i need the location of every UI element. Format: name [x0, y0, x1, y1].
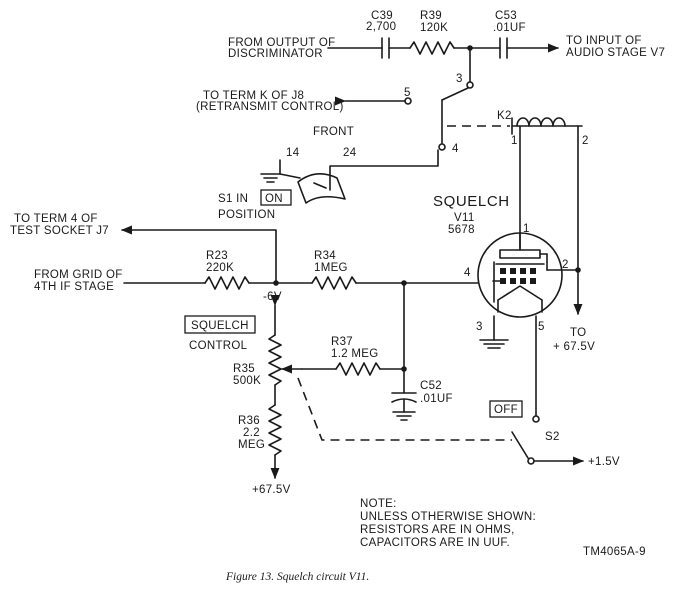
- r23-value: 220K: [206, 262, 234, 274]
- to-test-socket-label-2: TEST SOCKET J7: [10, 225, 109, 237]
- s2-label: S2: [545, 431, 560, 443]
- pin-5-label: 5: [404, 87, 411, 99]
- from-grid-label-2: 4TH IF STAGE: [34, 281, 114, 293]
- r35-label: R35: [233, 363, 255, 375]
- to-audio-label-1: TO INPUT OF: [566, 35, 642, 47]
- k2-relay-contacts: [334, 87, 510, 151]
- s1-label: S1 IN: [218, 193, 248, 205]
- tube-pin-5-label: 5: [538, 321, 545, 333]
- squelch-control-network: [268, 282, 512, 480]
- r35-value: 500K: [233, 375, 261, 387]
- s1-on-label: ON: [265, 193, 283, 205]
- squelch-box-label: SQUELCH: [191, 320, 249, 332]
- c52-label: C52: [420, 380, 442, 392]
- k2-label: K2: [497, 110, 512, 122]
- squelch-control-box: [184, 315, 256, 334]
- to-audio-label-2: AUDIO STAGE V7: [566, 47, 665, 59]
- s2-off-label: OFF: [494, 404, 518, 416]
- to-plus675-label-1: TO: [570, 327, 586, 339]
- c39-value: 2,700: [366, 21, 396, 33]
- from-discriminator-label-2: DISCRIMINATOR: [228, 48, 323, 60]
- r39-label: R39: [420, 10, 442, 22]
- to-plus675-label-2: + 67.5V: [553, 341, 595, 353]
- from-discriminator-label-1: FROM OUTPUT OF: [228, 37, 335, 49]
- pin-3-label: 3: [456, 73, 463, 85]
- s2-switch: [511, 431, 585, 466]
- r34-value: 1MEG: [314, 262, 348, 274]
- r23-label: R23: [206, 250, 228, 262]
- note-line-2: UNLESS OTHERWISE SHOWN:: [360, 511, 536, 523]
- note-line-3: RESISTORS ARE IN OHMS,: [360, 524, 515, 536]
- tube-designator: V11: [454, 212, 475, 224]
- to-term-k-label-2: (RETRANSMIT CONTROL): [196, 101, 344, 113]
- k2-relay-coil: [511, 117, 583, 271]
- from-grid-label-1: FROM GRID OF: [34, 269, 123, 281]
- s1-pin-14-label: 14: [286, 147, 300, 159]
- s1-on-box: [260, 189, 292, 206]
- c53-value: .01UF: [493, 22, 526, 34]
- input-coupling-network: [327, 37, 560, 89]
- note-line-1: NOTE:: [360, 498, 397, 510]
- tube-pin-4-label: 4: [464, 267, 471, 279]
- tube-type: 5678: [448, 224, 475, 236]
- plus15v-label: +1.5V: [588, 456, 620, 468]
- note-line-4: CAPACITORS ARE IN UUF.: [360, 537, 510, 549]
- k2-pin-2-label: 2: [582, 135, 589, 147]
- k2-pin-1-label: 1: [511, 135, 518, 147]
- r37-label: R37: [331, 336, 353, 348]
- v11-tube: [477, 232, 583, 423]
- r36-value: 2.2: [243, 427, 260, 439]
- s1-pin-24-label: 24: [343, 147, 357, 159]
- position-label: POSITION: [218, 209, 275, 221]
- tube-pin-3-label: 3: [476, 321, 483, 333]
- r36-unit: MEG: [238, 439, 265, 451]
- grid-input-network: [120, 225, 479, 290]
- control-label: CONTROL: [189, 340, 248, 352]
- r37-value: 1.2 MEG: [331, 348, 378, 360]
- drawing-id: TM4065A-9: [583, 546, 646, 558]
- minus6v-label: -6V: [263, 291, 282, 303]
- plus675-bottom-label: +67.5V: [252, 484, 291, 496]
- tube-pin-1-label: 1: [523, 223, 530, 235]
- figure-caption: Figure 13. Squelch circuit V11.: [225, 571, 369, 583]
- squelch-title: SQUELCH: [433, 193, 510, 210]
- to-term-k-label-1: TO TERM K OF J8: [203, 90, 304, 102]
- front-label: FRONT: [313, 126, 354, 138]
- c53-label: C53: [495, 10, 517, 22]
- r34-label: R34: [314, 250, 336, 262]
- s1-rotary-switch: [260, 149, 439, 204]
- c39-label: C39: [371, 10, 393, 22]
- to-test-socket-label-1: TO TERM 4 OF: [14, 213, 98, 225]
- r36-label: R36: [238, 415, 260, 427]
- pin-4-label: 4: [452, 143, 459, 155]
- s2-off-box: [489, 400, 523, 418]
- tube-pin-2-label: 2: [562, 259, 569, 271]
- r39-value: 120K: [420, 22, 448, 34]
- c52-value: .01UF: [420, 393, 453, 405]
